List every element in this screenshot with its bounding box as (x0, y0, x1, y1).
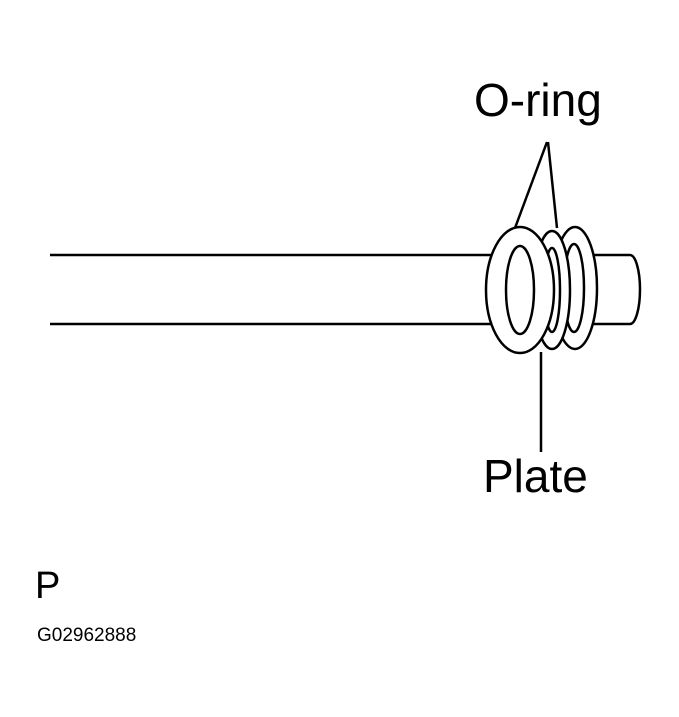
pipe-end (590, 253, 642, 326)
plate-label: Plate (483, 450, 588, 502)
o-ring-leader-left (513, 141, 549, 229)
pipe (50, 253, 500, 326)
figure-code: G02962888 (37, 625, 136, 646)
o-ring-front (484, 225, 556, 355)
o-ring-front-inner (504, 244, 536, 336)
view-letter: P (35, 565, 60, 607)
o-ring-label: O-ring (474, 74, 602, 126)
pipe-end-body (590, 253, 642, 326)
o-ring-leaders (513, 141, 559, 229)
o-ring-leader-right (546, 141, 559, 229)
